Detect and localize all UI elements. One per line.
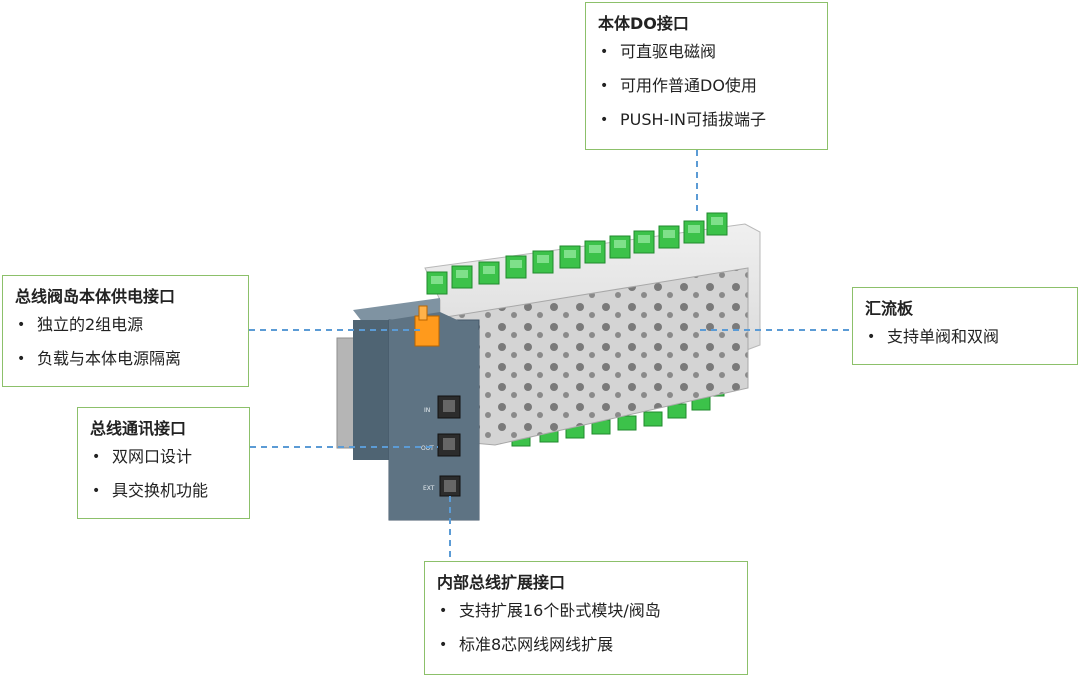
top-terminals: [426, 212, 728, 295]
leader-lines: [249, 150, 852, 561]
callout-list: 支持单阀和双阀: [865, 326, 1065, 348]
callout-list: 双网口设计 具交换机功能: [90, 446, 237, 502]
callout-power-interface: 总线阀岛本体供电接口 独立的2组电源 负载与本体电源隔离: [2, 275, 249, 387]
callout-item: 可直驱电磁阀: [598, 41, 815, 63]
callout-item: 双网口设计: [90, 446, 237, 468]
callout-list: 支持扩展16个卧式模块/阀岛 标准8芯网线网线扩展: [437, 600, 735, 656]
callout-comm-interface: 总线通讯接口 双网口设计 具交换机功能: [77, 407, 250, 519]
callout-item: 支持单阀和双阀: [865, 326, 1065, 348]
callout-item: 可用作普通DO使用: [598, 75, 815, 97]
callout-item: 标准8芯网线网线扩展: [437, 634, 735, 656]
callout-list: 可直驱电磁阀 可用作普通DO使用 PUSH-IN可插拔端子: [598, 41, 815, 131]
callout-item: 支持扩展16个卧式模块/阀岛: [437, 600, 735, 622]
port-label-in: IN: [424, 407, 430, 414]
callout-title: 内部总线扩展接口: [437, 573, 566, 592]
callout-internal-bus: 内部总线扩展接口 支持扩展16个卧式模块/阀岛 标准8芯网线网线扩展: [424, 561, 748, 675]
callout-item: 具交换机功能: [90, 480, 237, 502]
bus-module: IN OUT EXT: [353, 298, 480, 521]
callout-title: 总线阀岛本体供电接口: [15, 287, 176, 306]
callout-title: 本体DO接口: [598, 14, 689, 33]
callout-item: 负载与本体电源隔离: [15, 348, 236, 370]
callout-list: 独立的2组电源 负载与本体电源隔离: [15, 314, 236, 370]
port-label-ext: EXT: [423, 485, 435, 492]
callout-title: 总线通讯接口: [90, 419, 187, 438]
callout-item: PUSH-IN可插拔端子: [598, 109, 815, 131]
callout-do-interface: 本体DO接口 可直驱电磁阀 可用作普通DO使用 PUSH-IN可插拔端子: [585, 2, 828, 150]
callout-busbar: 汇流板 支持单阀和双阀: [852, 287, 1078, 365]
port-label-out: OUT: [421, 445, 434, 452]
callout-item: 独立的2组电源: [15, 314, 236, 336]
callout-title: 汇流板: [865, 299, 914, 318]
